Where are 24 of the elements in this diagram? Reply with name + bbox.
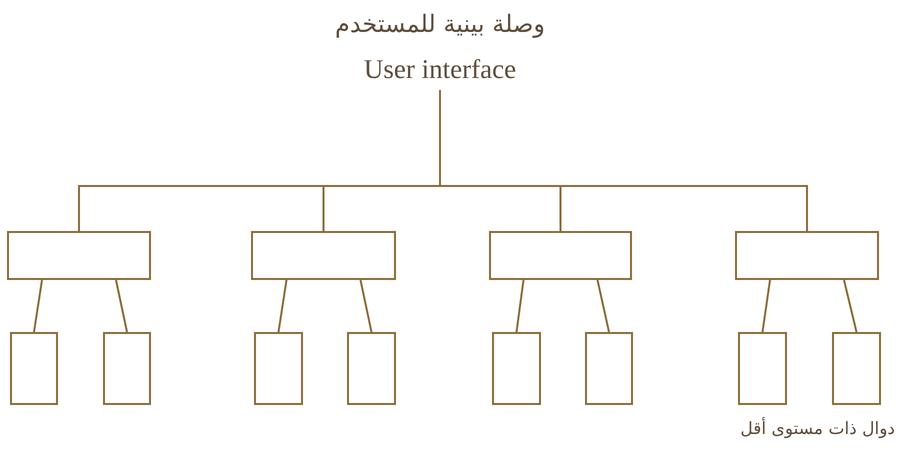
- module-box: [7, 231, 151, 280]
- module-box: [251, 231, 396, 280]
- connector-line: [360, 280, 372, 332]
- module-box: [738, 332, 787, 405]
- connector-line: [115, 280, 128, 332]
- connector-line: [439, 90, 808, 231]
- module-box: [832, 332, 881, 405]
- module-box: [254, 332, 303, 405]
- module-box: [10, 332, 58, 405]
- module-box: [492, 332, 541, 405]
- module-box: [489, 231, 632, 280]
- title-text: User interface: [362, 53, 518, 86]
- connector-line: [762, 280, 771, 332]
- connector-line: [596, 280, 610, 332]
- connector-line: [278, 280, 288, 332]
- module-box: [347, 332, 396, 405]
- connector-line: [843, 280, 858, 332]
- note-text: دوال ذات مستوى أقل: [740, 419, 895, 439]
- module-box: [103, 332, 151, 405]
- connector-line: [33, 280, 43, 332]
- connector-line: [516, 280, 524, 332]
- heading-text: وصلة بينية للمستخدم: [334, 9, 546, 40]
- module-box: [585, 332, 633, 405]
- module-box: [735, 231, 879, 280]
